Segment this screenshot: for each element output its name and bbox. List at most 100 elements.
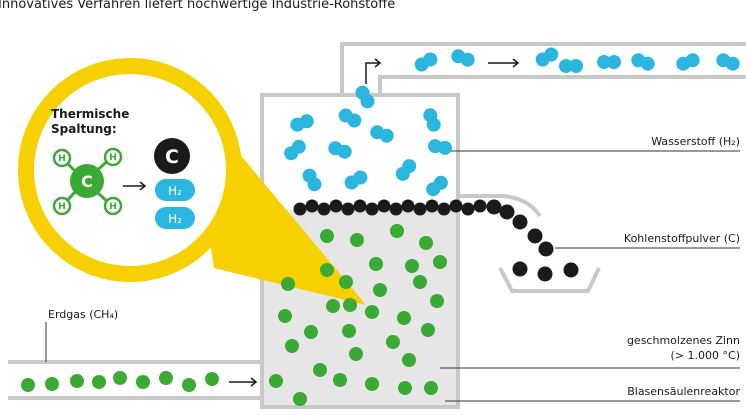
zoom-heading-line2: Spaltung: — [51, 122, 117, 136]
methane-bubble — [278, 309, 292, 323]
hydrogen-atom — [347, 113, 362, 128]
arrow-right-icon — [365, 58, 382, 84]
carbon-particle — [329, 199, 343, 213]
carbon-particle — [537, 266, 553, 282]
methane-bubble — [386, 335, 400, 349]
methane-bubble — [433, 255, 447, 269]
zoom-heading-line1: Thermische — [51, 107, 129, 121]
methane-bubble — [293, 392, 307, 406]
methane-bubble — [402, 353, 416, 367]
carbon-atom — [154, 138, 190, 174]
carbon-particle — [317, 202, 331, 216]
carbon-particle — [377, 199, 391, 213]
hydrogen-molecule: H₂ — [155, 179, 195, 201]
methane-hydrogen-symbol: H — [109, 153, 117, 163]
hydrogen-molecules — [284, 47, 740, 197]
hydrogen-atom — [291, 139, 306, 154]
methane-bubble — [333, 373, 347, 387]
methane-bubble — [70, 374, 84, 388]
methane-bubble — [281, 277, 295, 291]
methane-bubble — [320, 229, 334, 243]
arrow-right-icon — [488, 58, 520, 68]
label-reactor: Blasensäulenreaktor — [627, 385, 740, 398]
methane-bubble — [92, 375, 106, 389]
label-carbon-powder: Kohlenstoffpulver (C) — [624, 232, 740, 245]
methane-carbon-symbol: C — [81, 172, 93, 191]
methane-bubble — [313, 363, 327, 377]
methane-bubble — [45, 377, 59, 391]
hydrogen-atom — [337, 144, 352, 159]
methane-bubble — [424, 381, 438, 395]
label-hydrogen: Wasserstoff (H₂) — [651, 135, 740, 148]
arrow-right-icon — [229, 377, 258, 387]
methane-bubbles — [21, 224, 447, 406]
hydrogen-atom — [360, 94, 375, 109]
carbon-symbol: C — [165, 146, 179, 168]
methane-bubble — [349, 347, 363, 361]
carbon-particle — [389, 202, 403, 216]
methane-bubble — [343, 298, 357, 312]
methane-bubble — [113, 371, 127, 385]
hydrogen-molecule-label: H₂ — [168, 184, 182, 198]
diagram-title: Innovatives Verfahren liefert hochwertig… — [0, 0, 395, 12]
hydrogen-atom — [437, 140, 452, 155]
label-molten-tin-temperature: (> 1.000 °C) — [671, 349, 740, 362]
methane-bubble — [365, 377, 379, 391]
methane-hydrogen-symbol: H — [58, 154, 66, 164]
carbon-particle — [401, 199, 415, 213]
methane-bubble — [419, 236, 433, 250]
methane-bubble — [205, 372, 219, 386]
carbon-tray — [498, 267, 601, 293]
hydrogen-atom — [299, 114, 314, 129]
hydrogen-atom — [353, 170, 368, 185]
methane-hydrogen-symbol: H — [58, 202, 66, 212]
methane-bubble — [350, 233, 364, 247]
carbon-particle — [425, 199, 439, 213]
methane-bubble — [182, 378, 196, 392]
label-natural-gas: Erdgas (CH₄) — [48, 308, 118, 321]
methane-molecule: C H H H H — [52, 147, 123, 216]
methane-bubble — [21, 378, 35, 392]
methane-bubble — [430, 294, 444, 308]
methane-bubble — [304, 325, 318, 339]
hydrogen-atom — [607, 55, 621, 69]
methane-bubble — [405, 259, 419, 273]
hydrogen-molecule-label: H₂ — [168, 212, 182, 226]
carbon-particle — [353, 199, 367, 213]
carbon-particle — [437, 202, 451, 216]
methane-bubble — [373, 283, 387, 297]
hydrogen-atom — [725, 56, 740, 71]
hydrogen-atom — [423, 52, 438, 67]
arrow-right-icon — [123, 181, 147, 191]
carbon-chute — [460, 194, 542, 218]
carbon-particle — [341, 202, 355, 216]
carbon-particle — [512, 214, 528, 230]
carbon-particle — [527, 228, 543, 244]
label-molten-tin: geschmolzenes Zinn — [627, 334, 740, 347]
zoom-circle-inner — [34, 74, 226, 266]
methane-bubble — [269, 374, 283, 388]
methane-bubble — [342, 324, 356, 338]
carbon-particle — [449, 199, 463, 213]
hydrogen-atom — [597, 55, 611, 69]
carbon-particle — [512, 261, 528, 277]
hydrogen-atom — [640, 56, 655, 71]
methane-bubble — [326, 299, 340, 313]
hydrogen-atom — [685, 53, 700, 68]
hydrogen-atom — [460, 52, 475, 67]
methane-bubble — [369, 257, 383, 271]
carbon-particle — [293, 202, 307, 216]
hydrogen-atom — [569, 59, 583, 73]
hydrogen-atom — [433, 175, 448, 190]
hydrogen-molecule: H₂ — [155, 207, 195, 229]
methane-bubble — [136, 375, 150, 389]
methane-bubble — [398, 381, 412, 395]
label-leader-lines — [45, 150, 740, 402]
carbon-particle — [473, 199, 487, 213]
carbon-particle — [461, 202, 475, 216]
carbon-particle — [499, 204, 515, 220]
methane-hydrogen-symbol: H — [109, 202, 117, 212]
carbon-particle — [305, 199, 319, 213]
methane-bubble — [413, 275, 427, 289]
